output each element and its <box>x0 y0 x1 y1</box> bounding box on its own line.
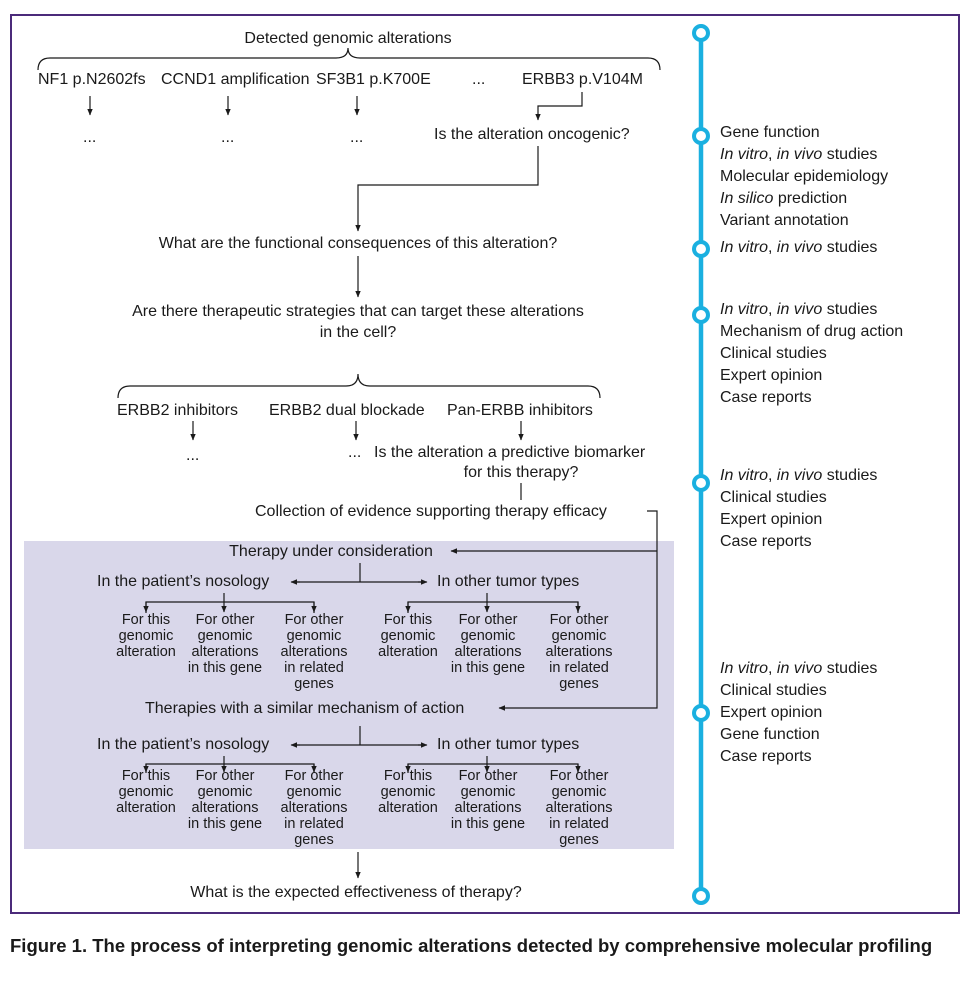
evidence-group-oncogenic: Gene function In vitro, in vivo studies … <box>720 124 889 229</box>
figure-caption: Figure 1. The process of interpreting ge… <box>10 935 933 956</box>
ellipsis-sf3b1: ... <box>350 129 364 146</box>
question-therapeutic-line-2: in the cell? <box>319 324 397 341</box>
ellipsis-ccnd1: ... <box>221 129 235 146</box>
question-functional-consequences: What are the functional consequences of … <box>158 235 558 252</box>
other-tumor-types-2: In other tumor types <box>437 736 580 753</box>
question-expected-effectiveness: What is the expected effectiveness of th… <box>190 884 522 901</box>
alteration-sf3b1: SF3B1 p.K700E <box>316 71 431 88</box>
ellipsis-erbb2-inhibitors: ... <box>186 447 200 464</box>
question-predictive-line-1: Is the alteration a predictive biomarker <box>374 444 646 461</box>
strategy-erbb2-inhibitors: ERBB2 inhibitors <box>117 402 238 419</box>
evidence-timeline <box>692 24 710 905</box>
alteration-ellipsis: ... <box>472 71 486 88</box>
evidence-group-therapeutic: In vitro, in vivo studies Mechanism of d… <box>720 301 904 406</box>
other-tumor-types-1: In other tumor types <box>437 573 580 590</box>
question-oncogenic: Is the alteration oncogenic? <box>434 126 630 143</box>
collection-of-evidence: Collection of evidence supporting therap… <box>255 503 607 520</box>
therapy-under-consideration: Therapy under consideration <box>229 543 433 560</box>
alteration-nf1: NF1 p.N2602fs <box>38 71 146 88</box>
ellipsis-dual-blockade: ... <box>348 444 362 461</box>
figure-frame <box>10 14 960 914</box>
patient-nosology-2: In the patient’s nosology <box>97 736 270 753</box>
alteration-erbb3: ERBB3 p.V104M <box>522 71 643 88</box>
strategy-pan-erbb-inhibitors: Pan-ERBB inhibitors <box>447 402 593 419</box>
evidence-group-predictive: In vitro, in vivo studies Clinical studi… <box>720 467 878 550</box>
evidence-group-functional: In vitro, in vivo studies <box>720 239 878 256</box>
alteration-ccnd1: CCND1 amplification <box>161 71 310 88</box>
ellipsis-nf1: ... <box>83 129 97 146</box>
evidence-group-similar: In vitro, in vivo studies Clinical studi… <box>720 660 878 765</box>
evidence-collection-panel <box>24 541 674 849</box>
question-therapeutic-line-1: Are there therapeutic strategies that ca… <box>132 303 584 320</box>
question-predictive-line-2: for this therapy? <box>463 464 579 481</box>
detected-alterations-heading: Detected genomic alterations <box>244 30 452 47</box>
patient-nosology-1: In the patient’s nosology <box>97 573 270 590</box>
therapies-similar-mechanism: Therapies with a similar mechanism of ac… <box>145 700 465 717</box>
strategy-erbb2-dual-blockade: ERBB2 dual blockade <box>269 402 425 419</box>
